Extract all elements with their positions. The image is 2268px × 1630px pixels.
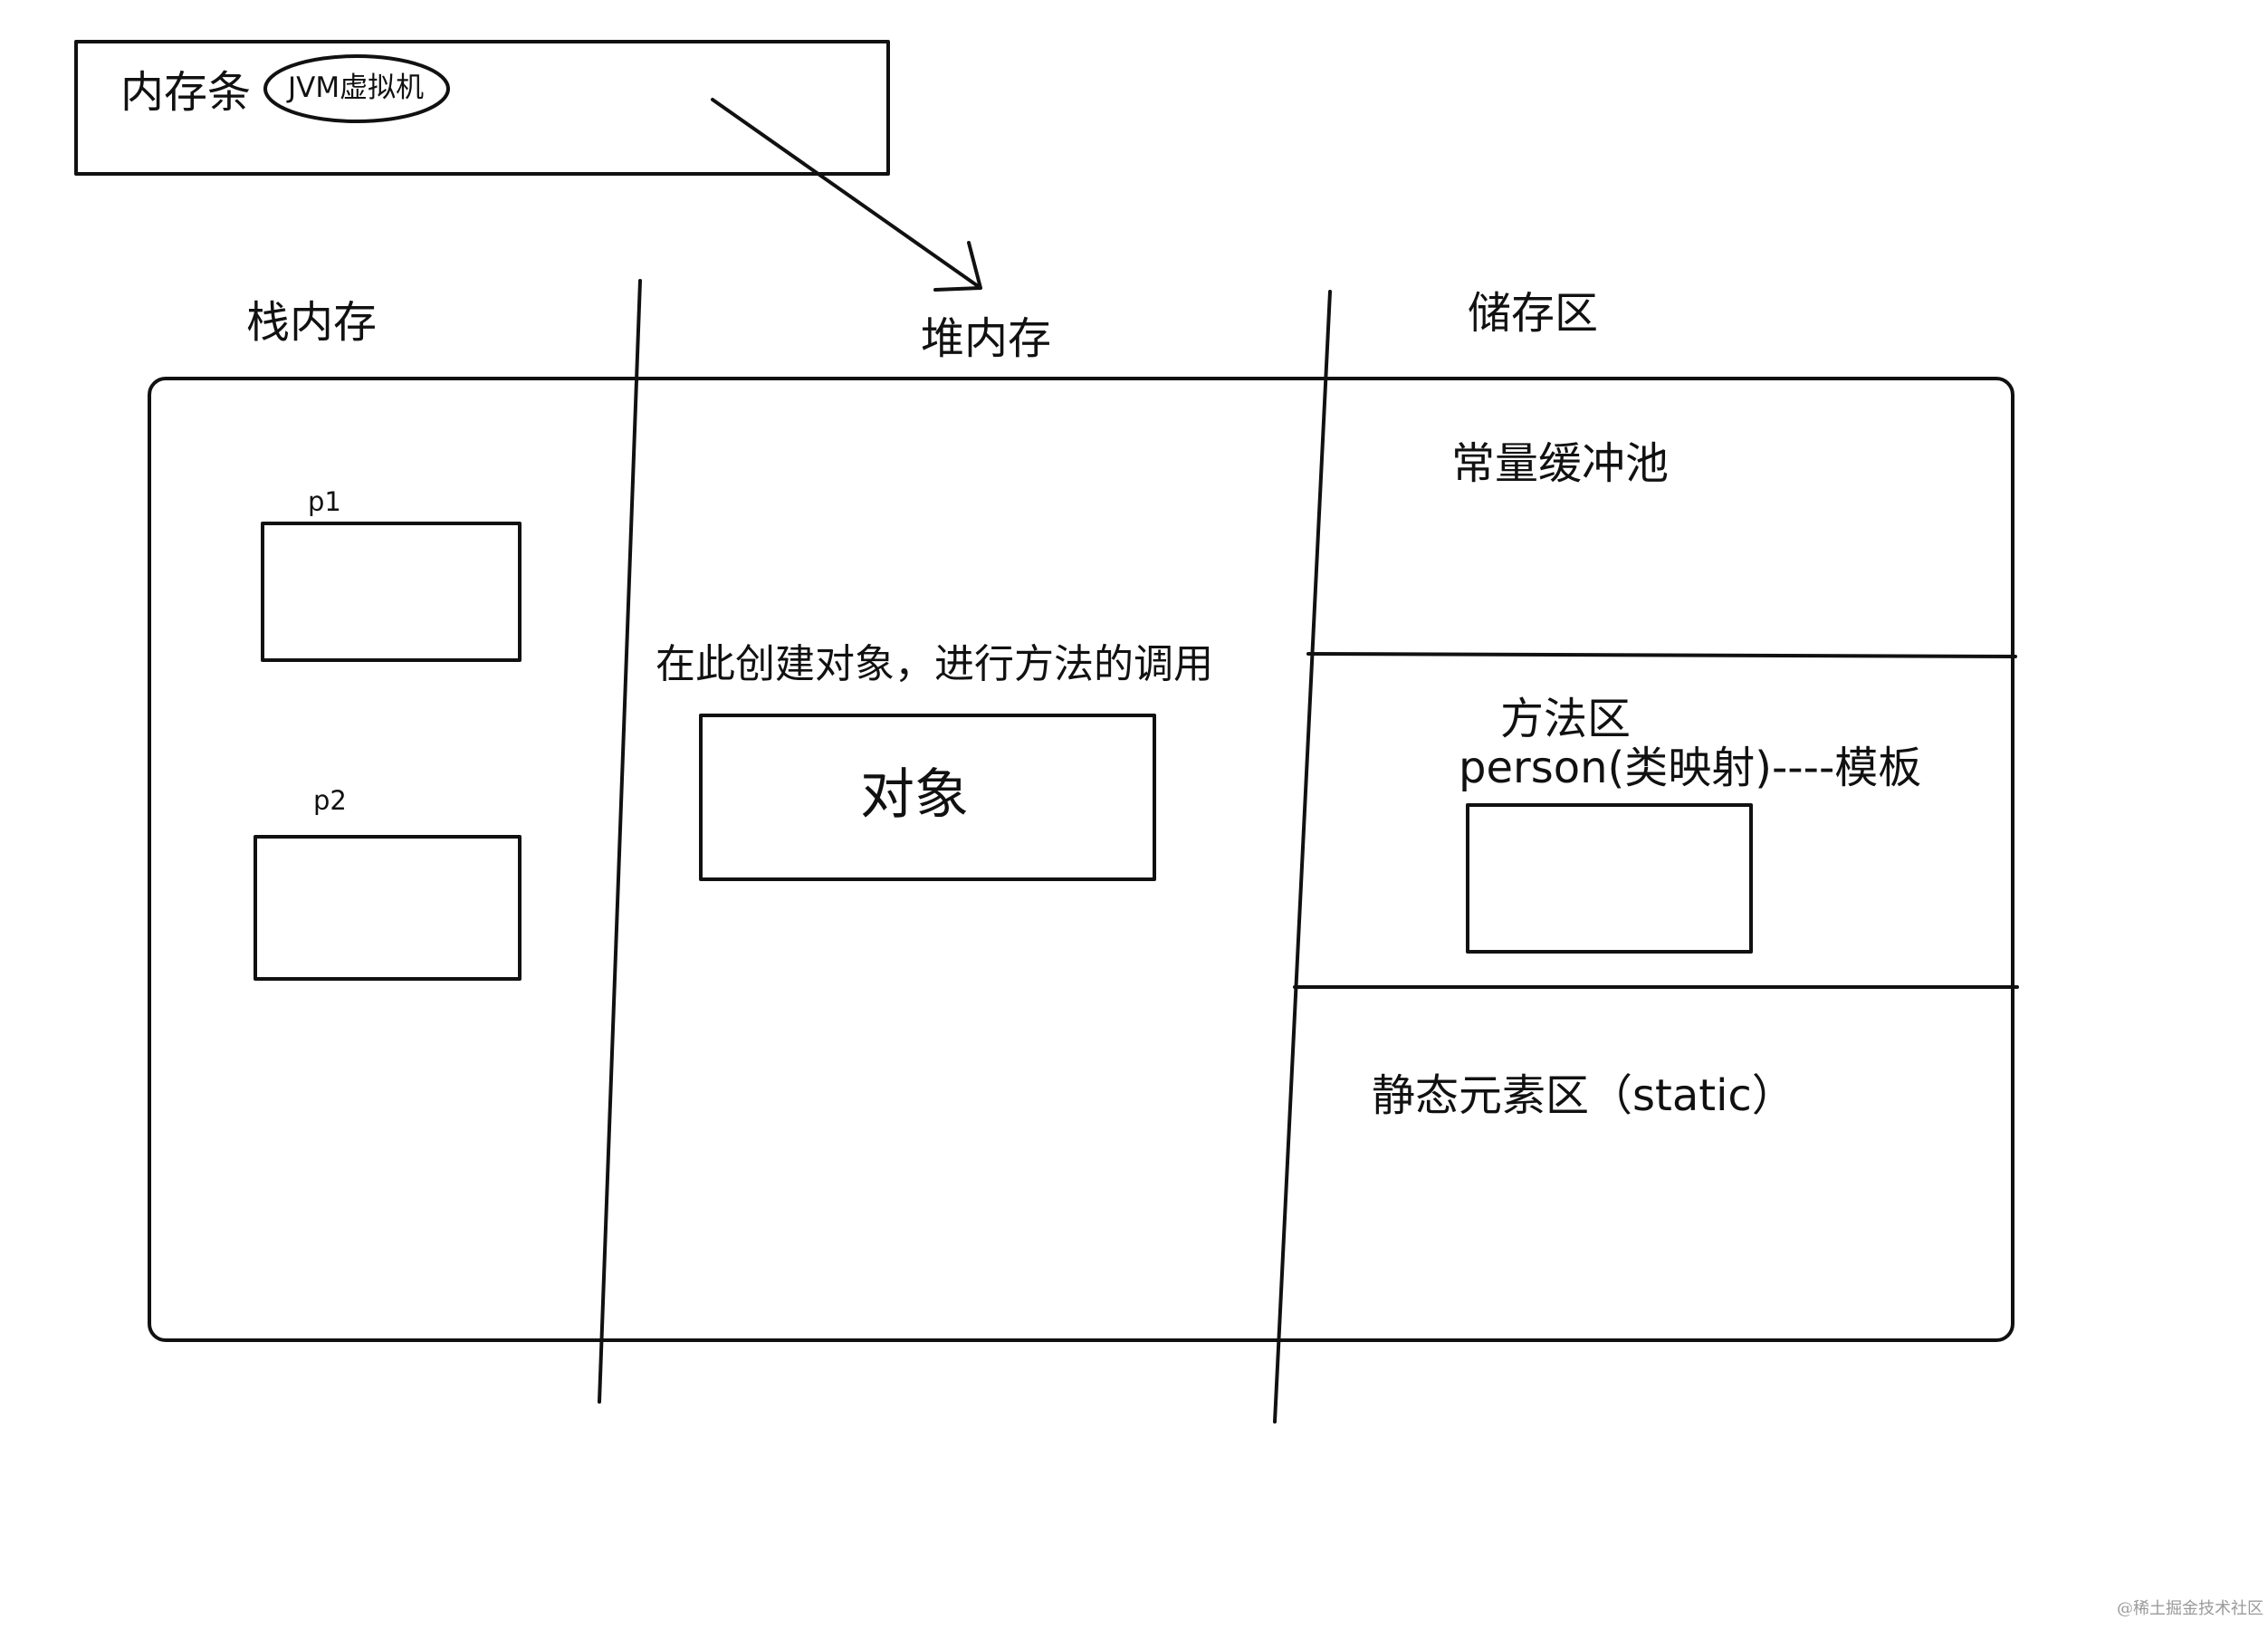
main-memory-box	[148, 377, 2014, 1342]
p1-label: p1	[308, 486, 341, 517]
memory-stick-label: 内存条	[120, 67, 252, 118]
p2-label: p2	[313, 785, 347, 816]
arrow-to-heap	[711, 98, 982, 292]
divider-constant-method	[1306, 652, 2017, 658]
jvm-label: JVM虚拟机	[288, 72, 425, 104]
p1-box	[261, 522, 522, 662]
heap-title: 堆内存	[921, 313, 1052, 364]
stack-title: 栈内存	[246, 297, 378, 348]
method-area-box	[1466, 803, 1753, 954]
object-label: 对象	[860, 763, 969, 827]
heap-caption: 在此创建对象，进行方法的调用	[656, 641, 1213, 687]
method-area-label: 方法区	[1500, 694, 1632, 744]
object-box	[699, 714, 1156, 881]
method-area-note: person(类映射)----模板	[1459, 743, 1922, 793]
memory-stick-box	[74, 40, 890, 176]
divider-heap-storage	[1273, 290, 1332, 1424]
constant-pool-label: 常量缓冲池	[1451, 438, 1670, 489]
storage-title: 储存区	[1468, 288, 1599, 339]
watermark: @稀土掘金技术社区	[2117, 1599, 2263, 1618]
static-area-label: 静态元素区（static）	[1372, 1070, 1795, 1121]
jvm-oval	[263, 54, 450, 123]
divider-stack-heap	[598, 279, 642, 1404]
p2-box	[254, 835, 522, 981]
